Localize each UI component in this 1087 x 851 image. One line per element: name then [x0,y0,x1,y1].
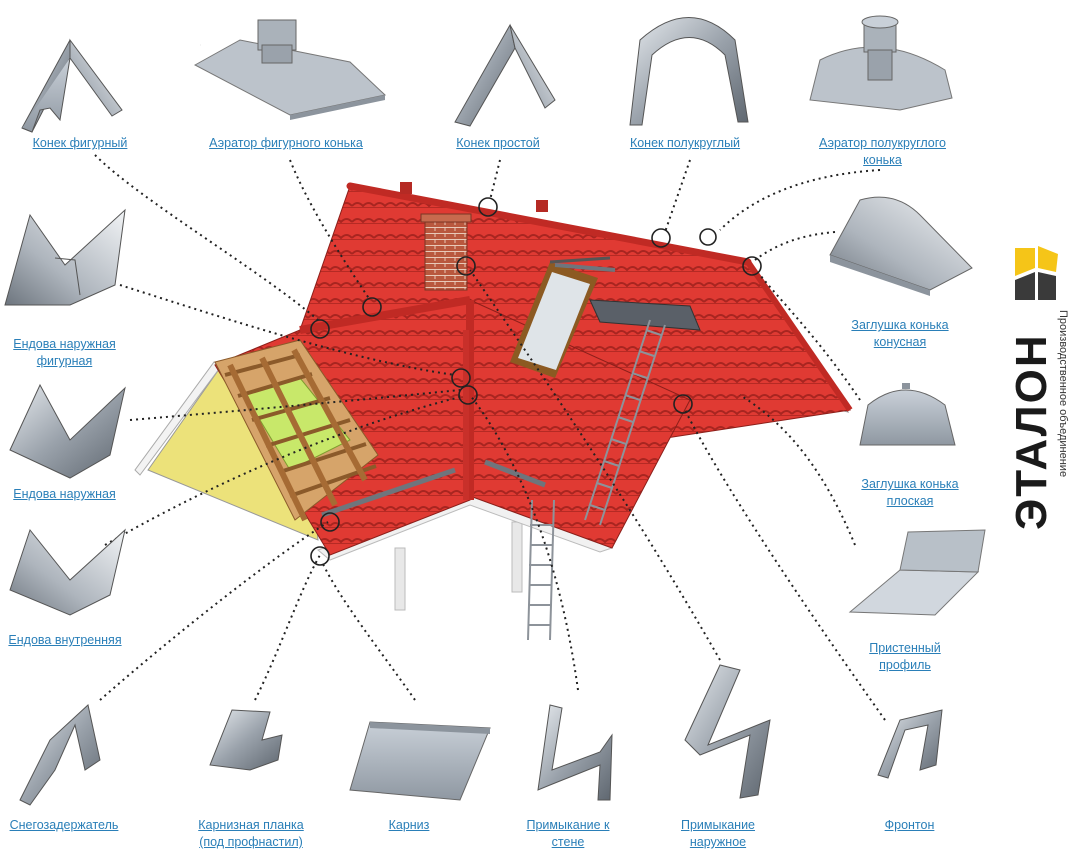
inner-valley-icon [9,528,126,616]
brand-logo-icon [1015,246,1058,300]
gable-trim-icon [877,709,943,779]
label-karniznaya-planka[interactable]: Карнизная планка (под профнастил) [198,818,304,849]
label-endova-vnutrennyaya[interactable]: Ендова внутренняя [8,633,122,647]
roof-ladder [527,319,666,641]
label-konek-figurny[interactable]: Конек фигурный [32,136,128,150]
label-zaglushka-ploskaya[interactable]: Заглушка конька плоская [861,477,959,508]
chimney [420,213,472,291]
label-endova-naruzhnaya-figurnaya[interactable]: Ендова наружная фигурная [13,337,116,368]
label-konek-prostoy[interactable]: Конек простой [456,136,540,150]
label-zaglushka-konusnaya[interactable]: Заглушка конька конусная [851,318,949,349]
label-aerator-polukruglogo-konka[interactable]: Аэратор полукруглого конька [818,136,946,167]
callout-markers [310,197,762,566]
semicircular-ridge-aerator-icon [809,15,953,111]
simple-ridge-icon [454,23,556,127]
label-fronton[interactable]: Фронтон [884,818,935,832]
label-primykanie-k-stene[interactable]: Примыкание к стене [526,818,610,849]
label-konek-polukrugly[interactable]: Конек полукруглый [629,136,741,150]
figured-outer-valley-icon [4,208,126,306]
conical-ridge-cap-icon [829,196,973,296]
label-endova-naruzhnaya[interactable]: Ендова наружная [13,487,116,501]
snow-guard-icon [19,704,101,806]
eave-strip-icon [209,709,283,771]
flat-ridge-cap-icon [859,383,956,446]
outer-abutment-icon [684,664,771,799]
label-primykanie-naruzhnoe[interactable]: Примыкание наружное [680,818,756,849]
label-pristenny-profil[interactable]: Пристенный профиль [869,641,941,672]
label-aerator-figurnogo-konka[interactable]: Аэратор фигурного конька [209,136,363,150]
brand-name: ЭТАЛОН [1007,333,1056,530]
outer-valley-icon [9,383,126,479]
wall-profile-icon [848,529,986,616]
semicircular-ridge-icon [629,17,749,126]
figured-ridge-icon [21,38,123,133]
skylight [510,256,611,378]
label-snegozaderzhatel[interactable]: Снегозадержатель [9,818,119,832]
figured-ridge-aerator-icon [193,19,387,120]
label-karniz[interactable]: Карниз [388,818,430,832]
callout-lines [94,154,886,721]
eave-icon [349,721,491,801]
house-illustration [134,182,853,641]
wall-abutment-icon [537,704,613,801]
roof-cutaway [214,339,379,522]
brand-tagline: Производственное объединение [1057,310,1069,478]
